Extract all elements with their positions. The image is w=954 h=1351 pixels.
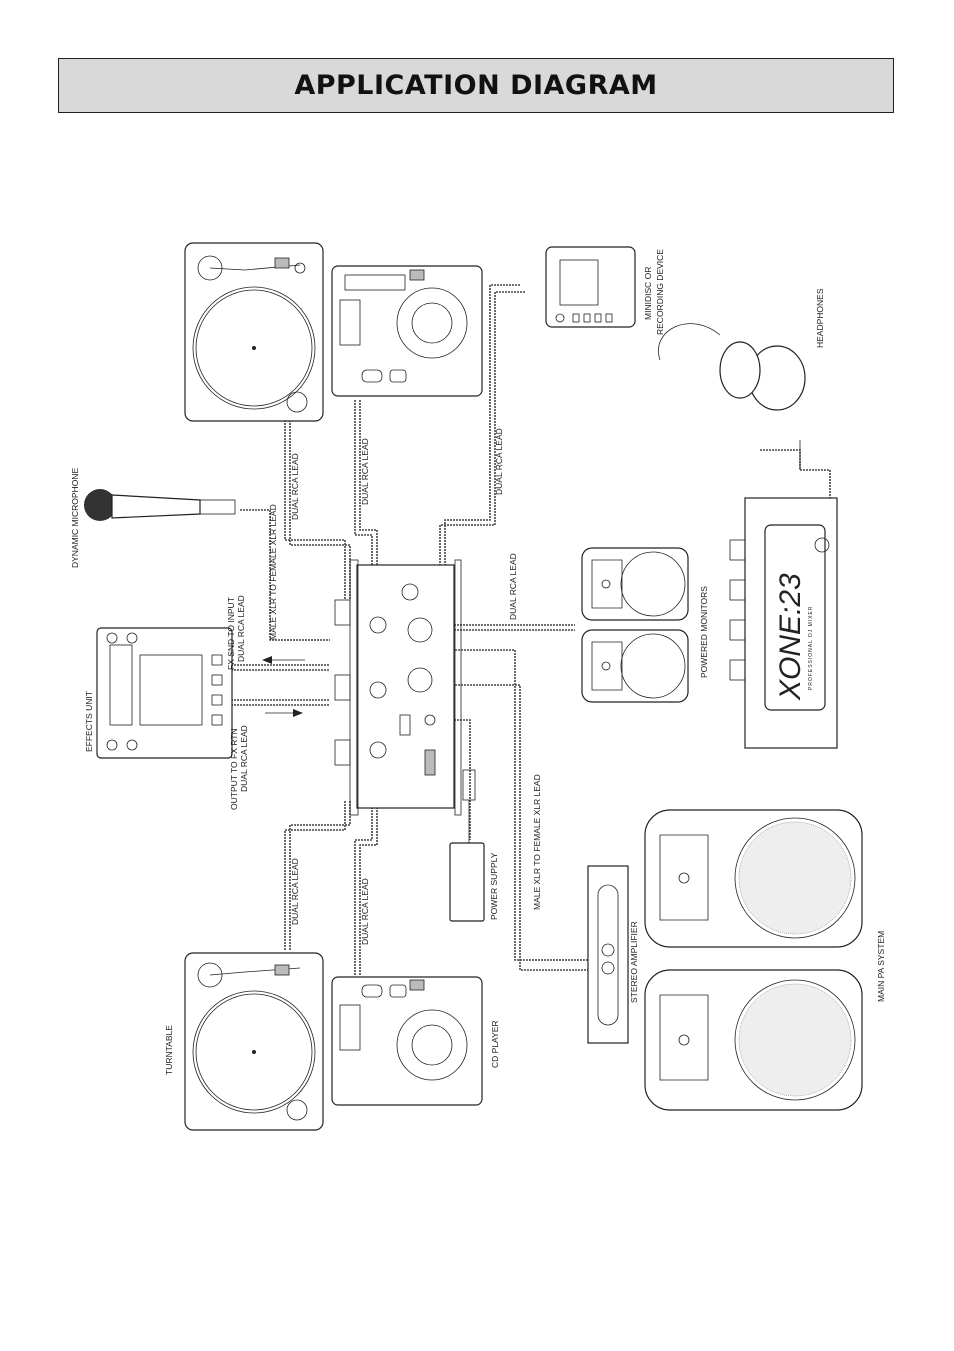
label-fx-snd-1: FX SND TO INPUT (226, 597, 236, 670)
xone-logo: XONE:23 (774, 573, 807, 701)
label-minidisc-1: MINIDISC OR (643, 267, 653, 320)
label-male-xlr-mic: MALE XLR TO FEMALE XLR LEAD (268, 504, 278, 640)
label-stereo-amplifier: STEREO AMPLIFIER (629, 921, 639, 1003)
main-pa-speaker-top (644, 809, 863, 948)
label-minidisc-2: RECORDING DEVICE (655, 249, 665, 335)
mixer-rear-panel (334, 559, 462, 816)
power-supply (449, 769, 485, 922)
label-fx-rtn-2: DUAL RCA LEAD (239, 725, 249, 792)
main-pa-speaker-bottom (644, 969, 863, 1111)
headphones (658, 323, 806, 470)
label-turntable: TURNTABLE (164, 1025, 174, 1075)
label-dual-rca-minidisc: DUAL RCA LEAD (494, 428, 504, 495)
label-power-supply: POWER SUPPLY (489, 852, 499, 920)
label-dual-rca-monitors: DUAL RCA LEAD (508, 553, 518, 620)
label-fx-rtn-1: OUTPUT TO FX RTN (229, 728, 239, 810)
xone-mixer: XONE:23 PROFESSIONAL DJ MIXER (729, 497, 838, 749)
label-effects-unit: EFFECTS UNIT (84, 691, 94, 752)
label-cd-player: CD PLAYER (490, 1020, 500, 1068)
page-title: APPLICATION DIAGRAM (294, 70, 658, 101)
label-headphones: HEADPHONES (815, 288, 825, 348)
minidisc-recorder (545, 246, 636, 328)
title-bar: APPLICATION DIAGRAM (58, 58, 894, 113)
powered-monitor-bottom (581, 629, 689, 703)
label-dual-rca-cd-top: DUAL RCA LEAD (360, 438, 370, 505)
label-dual-rca-turntable-bottom: DUAL RCA LEAD (290, 858, 300, 925)
effects-unit (96, 627, 233, 759)
label-dual-rca-cd-bottom: DUAL RCA LEAD (360, 878, 370, 945)
cd-player-top (331, 265, 483, 397)
label-powered-monitors: POWERED MONITORS (699, 586, 709, 678)
powered-monitor-top (581, 547, 689, 621)
cd-player-bottom (331, 976, 483, 1106)
xone-subtitle: PROFESSIONAL DJ MIXER (808, 606, 814, 690)
stereo-amplifier (587, 865, 629, 1044)
label-fx-snd-2: DUAL RCA LEAD (236, 595, 246, 662)
dynamic-microphone (84, 489, 236, 521)
label-dual-rca-turntable-top: DUAL RCA LEAD (290, 453, 300, 520)
turntable-top (184, 242, 324, 422)
label-main-pa-system: MAIN PA SYSTEM (876, 931, 886, 1002)
label-male-xlr-amp: MALE XLR TO FEMALE XLR LEAD (532, 774, 542, 910)
turntable-bottom (184, 952, 324, 1131)
label-dynamic-microphone: DYNAMIC MICROPHONE (70, 468, 80, 568)
labels: DYNAMIC MICROPHONE EFFECTS UNIT FX SND T… (70, 249, 886, 1075)
cables (225, 284, 831, 975)
